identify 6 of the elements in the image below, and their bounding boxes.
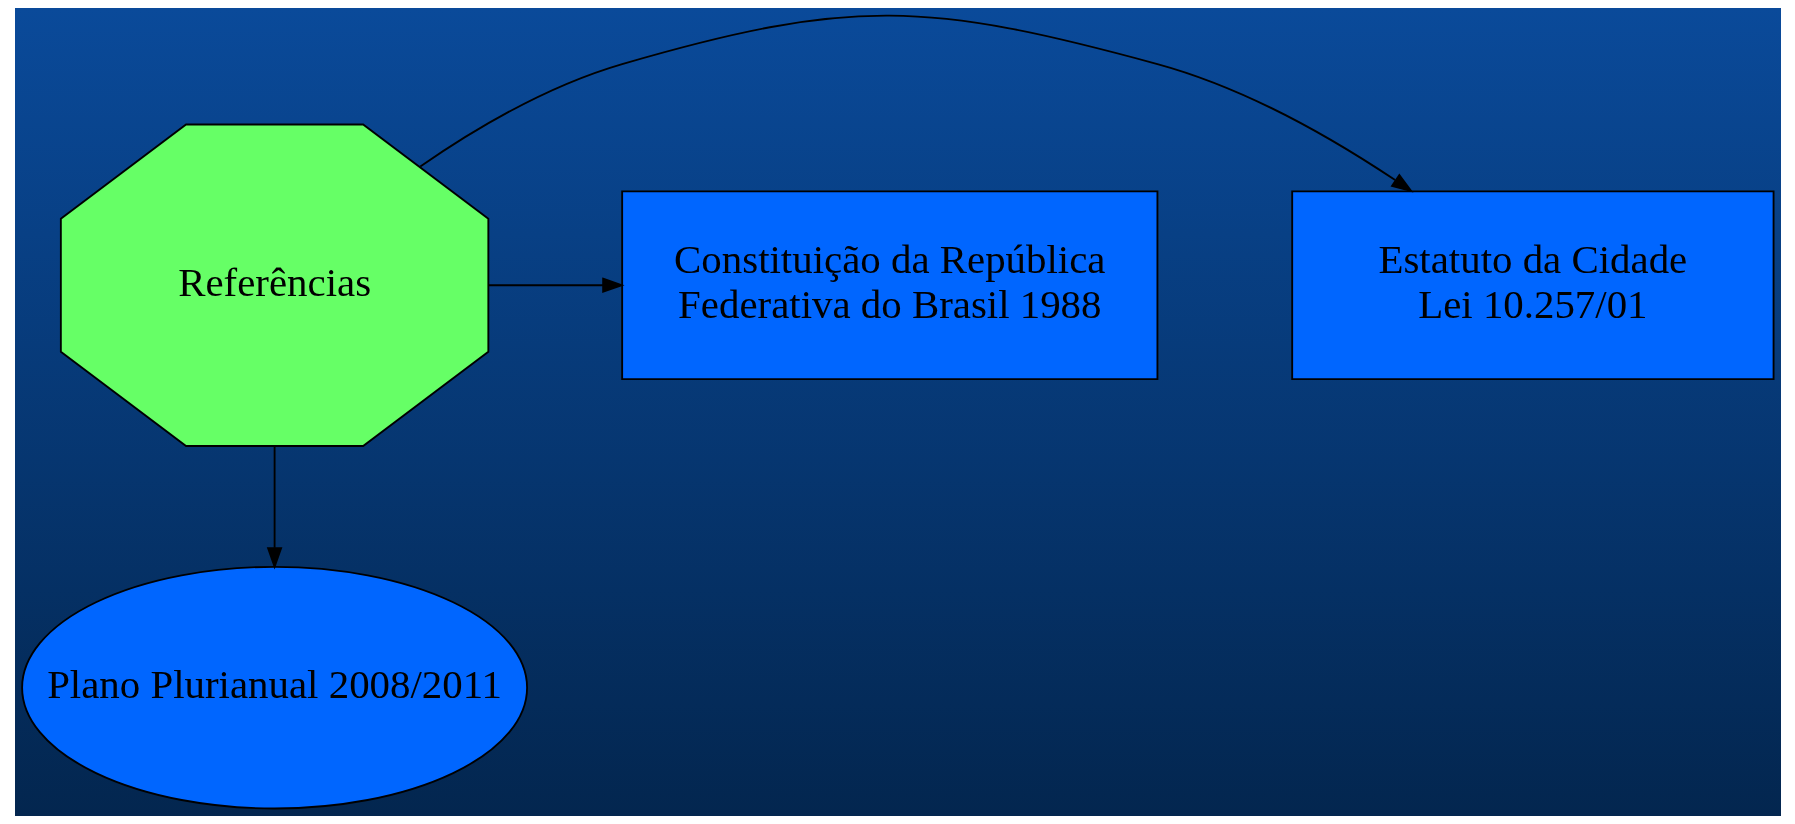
node-ellipse: Plano Plurianual 2008/2011 — [20, 565, 528, 810]
node-box: Constituição da República Federativa do Brasil 1988 — [620, 190, 1158, 381]
arrow — [418, 14, 1413, 193]
node-box: Estatuto da Cidade Lei 10.257/01 — [1290, 190, 1774, 381]
arrow — [266, 445, 282, 570]
arrow — [487, 277, 625, 294]
